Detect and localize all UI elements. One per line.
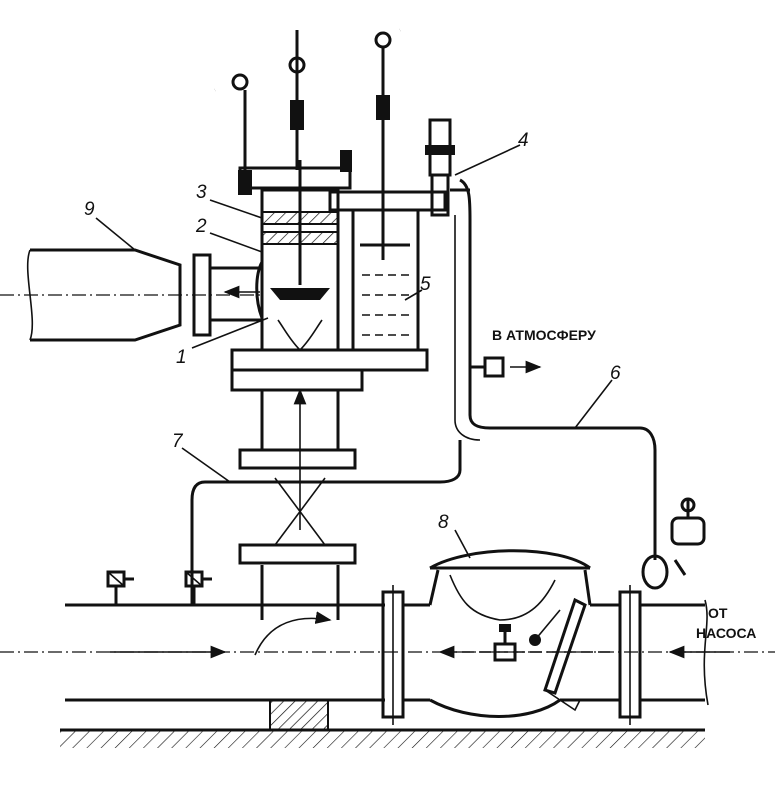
ground (60, 699, 705, 748)
leader-lines (95, 144, 613, 559)
water-level (362, 274, 410, 336)
label-1: 1 (176, 347, 187, 368)
label-7: 7 (172, 431, 184, 452)
pump-side-valve (641, 497, 706, 590)
label-8: 8 (438, 512, 449, 533)
label-5: 5 (420, 274, 431, 295)
small-valves (106, 570, 212, 605)
check-valve-body (403, 549, 620, 718)
label-3: 3 (196, 182, 207, 203)
label-2: 2 (195, 216, 207, 237)
support-block (269, 699, 329, 731)
main-pipe-left (0, 603, 775, 702)
from-pump-caption-line2: НАСОСА (696, 625, 756, 641)
from-pump-caption-line1: ОТ (708, 605, 728, 621)
valve-housing (255, 160, 340, 352)
label-4: 4 (518, 130, 529, 151)
main-pipe-right (640, 599, 730, 706)
exhaust-pipe (0, 248, 262, 342)
label-6: 6 (610, 363, 621, 384)
water-vessel (328, 190, 447, 352)
float-valve (425, 118, 470, 217)
intake-column (230, 348, 429, 620)
main-pipe-flanges (381, 585, 642, 725)
label-9: 9 (84, 199, 95, 220)
tubes (190, 178, 657, 605)
atmosphere-caption: В АТМОСФЕРУ (492, 327, 596, 343)
lever-mechanism (213, 25, 402, 200)
